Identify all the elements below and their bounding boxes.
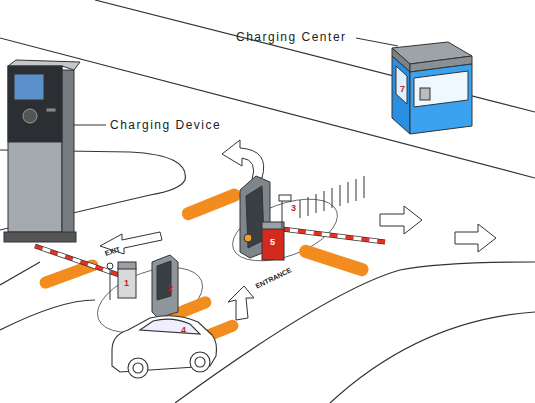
callout-number: 2 <box>168 284 173 293</box>
car <box>112 316 217 378</box>
area-label: Charging Center <box>236 31 347 43</box>
exit-ticket-machine <box>152 255 178 318</box>
device-label: Charging Device <box>110 119 221 131</box>
barrier-gate <box>118 268 136 298</box>
camera <box>279 195 291 201</box>
callout-number: 7 <box>400 85 405 94</box>
lot-edge <box>0 262 40 285</box>
road-edge <box>0 38 535 178</box>
speed-bump <box>180 187 242 222</box>
lot-edge <box>0 300 95 330</box>
flow-arrow <box>455 224 496 252</box>
charging-device <box>4 60 106 242</box>
flow-arrow <box>222 140 264 180</box>
barrier-arm <box>35 246 122 276</box>
callout-number: 4 <box>181 326 186 335</box>
speed-bump <box>298 243 370 278</box>
barrier-arm <box>282 229 385 242</box>
lane-label: ENTRANCE <box>254 266 292 289</box>
callout-number: 1 <box>124 279 129 288</box>
road-edge <box>175 262 535 403</box>
flow-arrow <box>228 286 254 320</box>
callout-number: 3 <box>291 204 296 213</box>
flow-arrow <box>380 206 422 234</box>
barrier-gate <box>262 228 284 260</box>
callout-number: 5 <box>270 238 275 247</box>
road-edge <box>330 312 535 403</box>
charging-center-booth <box>356 38 472 134</box>
